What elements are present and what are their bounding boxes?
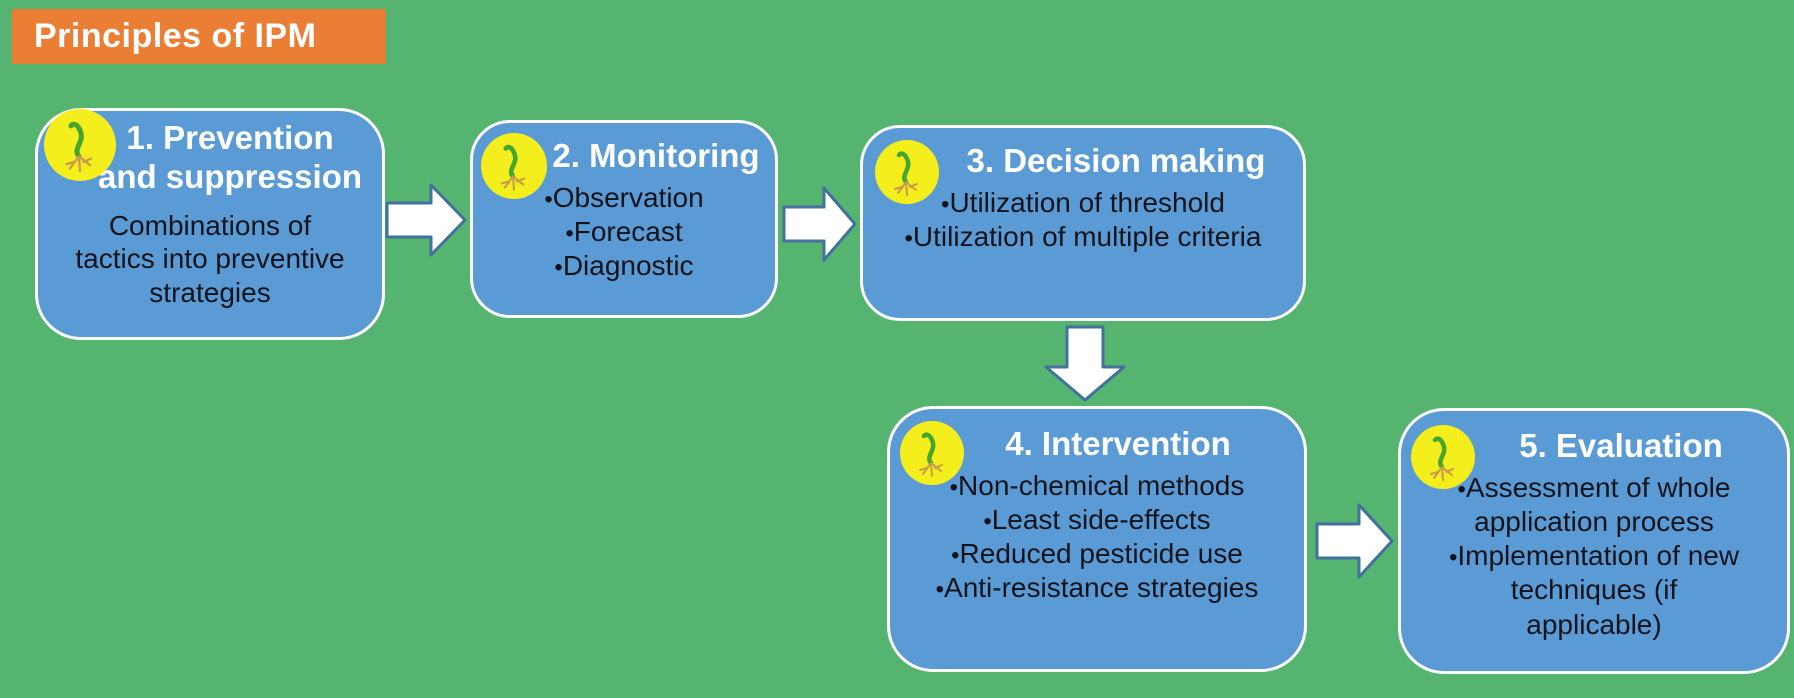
seedling-icon: [875, 140, 939, 204]
bullet-item: Least side-effects: [908, 503, 1286, 537]
bullet-item: Forecast: [473, 215, 775, 249]
step-box-prevention-suppression: 1. Prevention and suppression Combinatio…: [35, 108, 385, 340]
bullet-item: Implementation of new techniques (if app…: [1441, 539, 1747, 641]
seedling-icon: [44, 109, 116, 181]
seedling-icon: [1411, 425, 1475, 489]
step-heading: 2. Monitoring: [552, 137, 760, 174]
step-heading: 4. Intervention: [1005, 425, 1231, 462]
seedling-icon: [481, 133, 547, 199]
bullet-item: Utilization of multiple criteria: [893, 220, 1273, 254]
step-box-evaluation: 5. Evaluation Assessment of whole applic…: [1398, 408, 1790, 674]
flow-arrow-down-icon: [1044, 325, 1126, 402]
step-heading: 1. Prevention and suppression: [97, 119, 363, 195]
diagram-title: Principles of IPM: [34, 17, 317, 55]
flow-arrow-right-icon: [782, 186, 857, 262]
diagram-title-banner: Principles of IPM: [12, 9, 386, 64]
step-box-monitoring: 2. Monitoring Observation Forecast Diagn…: [470, 120, 778, 318]
bullet-item: Anti-resistance strategies: [908, 571, 1286, 605]
flow-arrow-right-icon: [385, 183, 467, 257]
flow-arrow-right-icon: [1315, 503, 1394, 579]
seedling-icon: [900, 421, 964, 485]
step-box-decision-making: 3. Decision making Utilization of thresh…: [860, 125, 1306, 321]
bullet-item: Utilization of threshold: [893, 186, 1273, 220]
bullet-item: Reduced pesticide use: [908, 537, 1286, 571]
bullet-item: Non-chemical methods: [908, 469, 1286, 503]
bullet-item: Diagnostic: [473, 249, 775, 283]
step-box-intervention: 4. Intervention Non-chemical methods Lea…: [887, 406, 1307, 672]
bullet-item: Assessment of whole application process: [1441, 471, 1747, 539]
step-body: Combinations of tactics into preventive …: [75, 209, 345, 309]
bullet-item: Observation: [473, 181, 775, 215]
step-heading: 3. Decision making: [966, 142, 1266, 179]
step-heading: 5. Evaluation: [1519, 427, 1723, 464]
